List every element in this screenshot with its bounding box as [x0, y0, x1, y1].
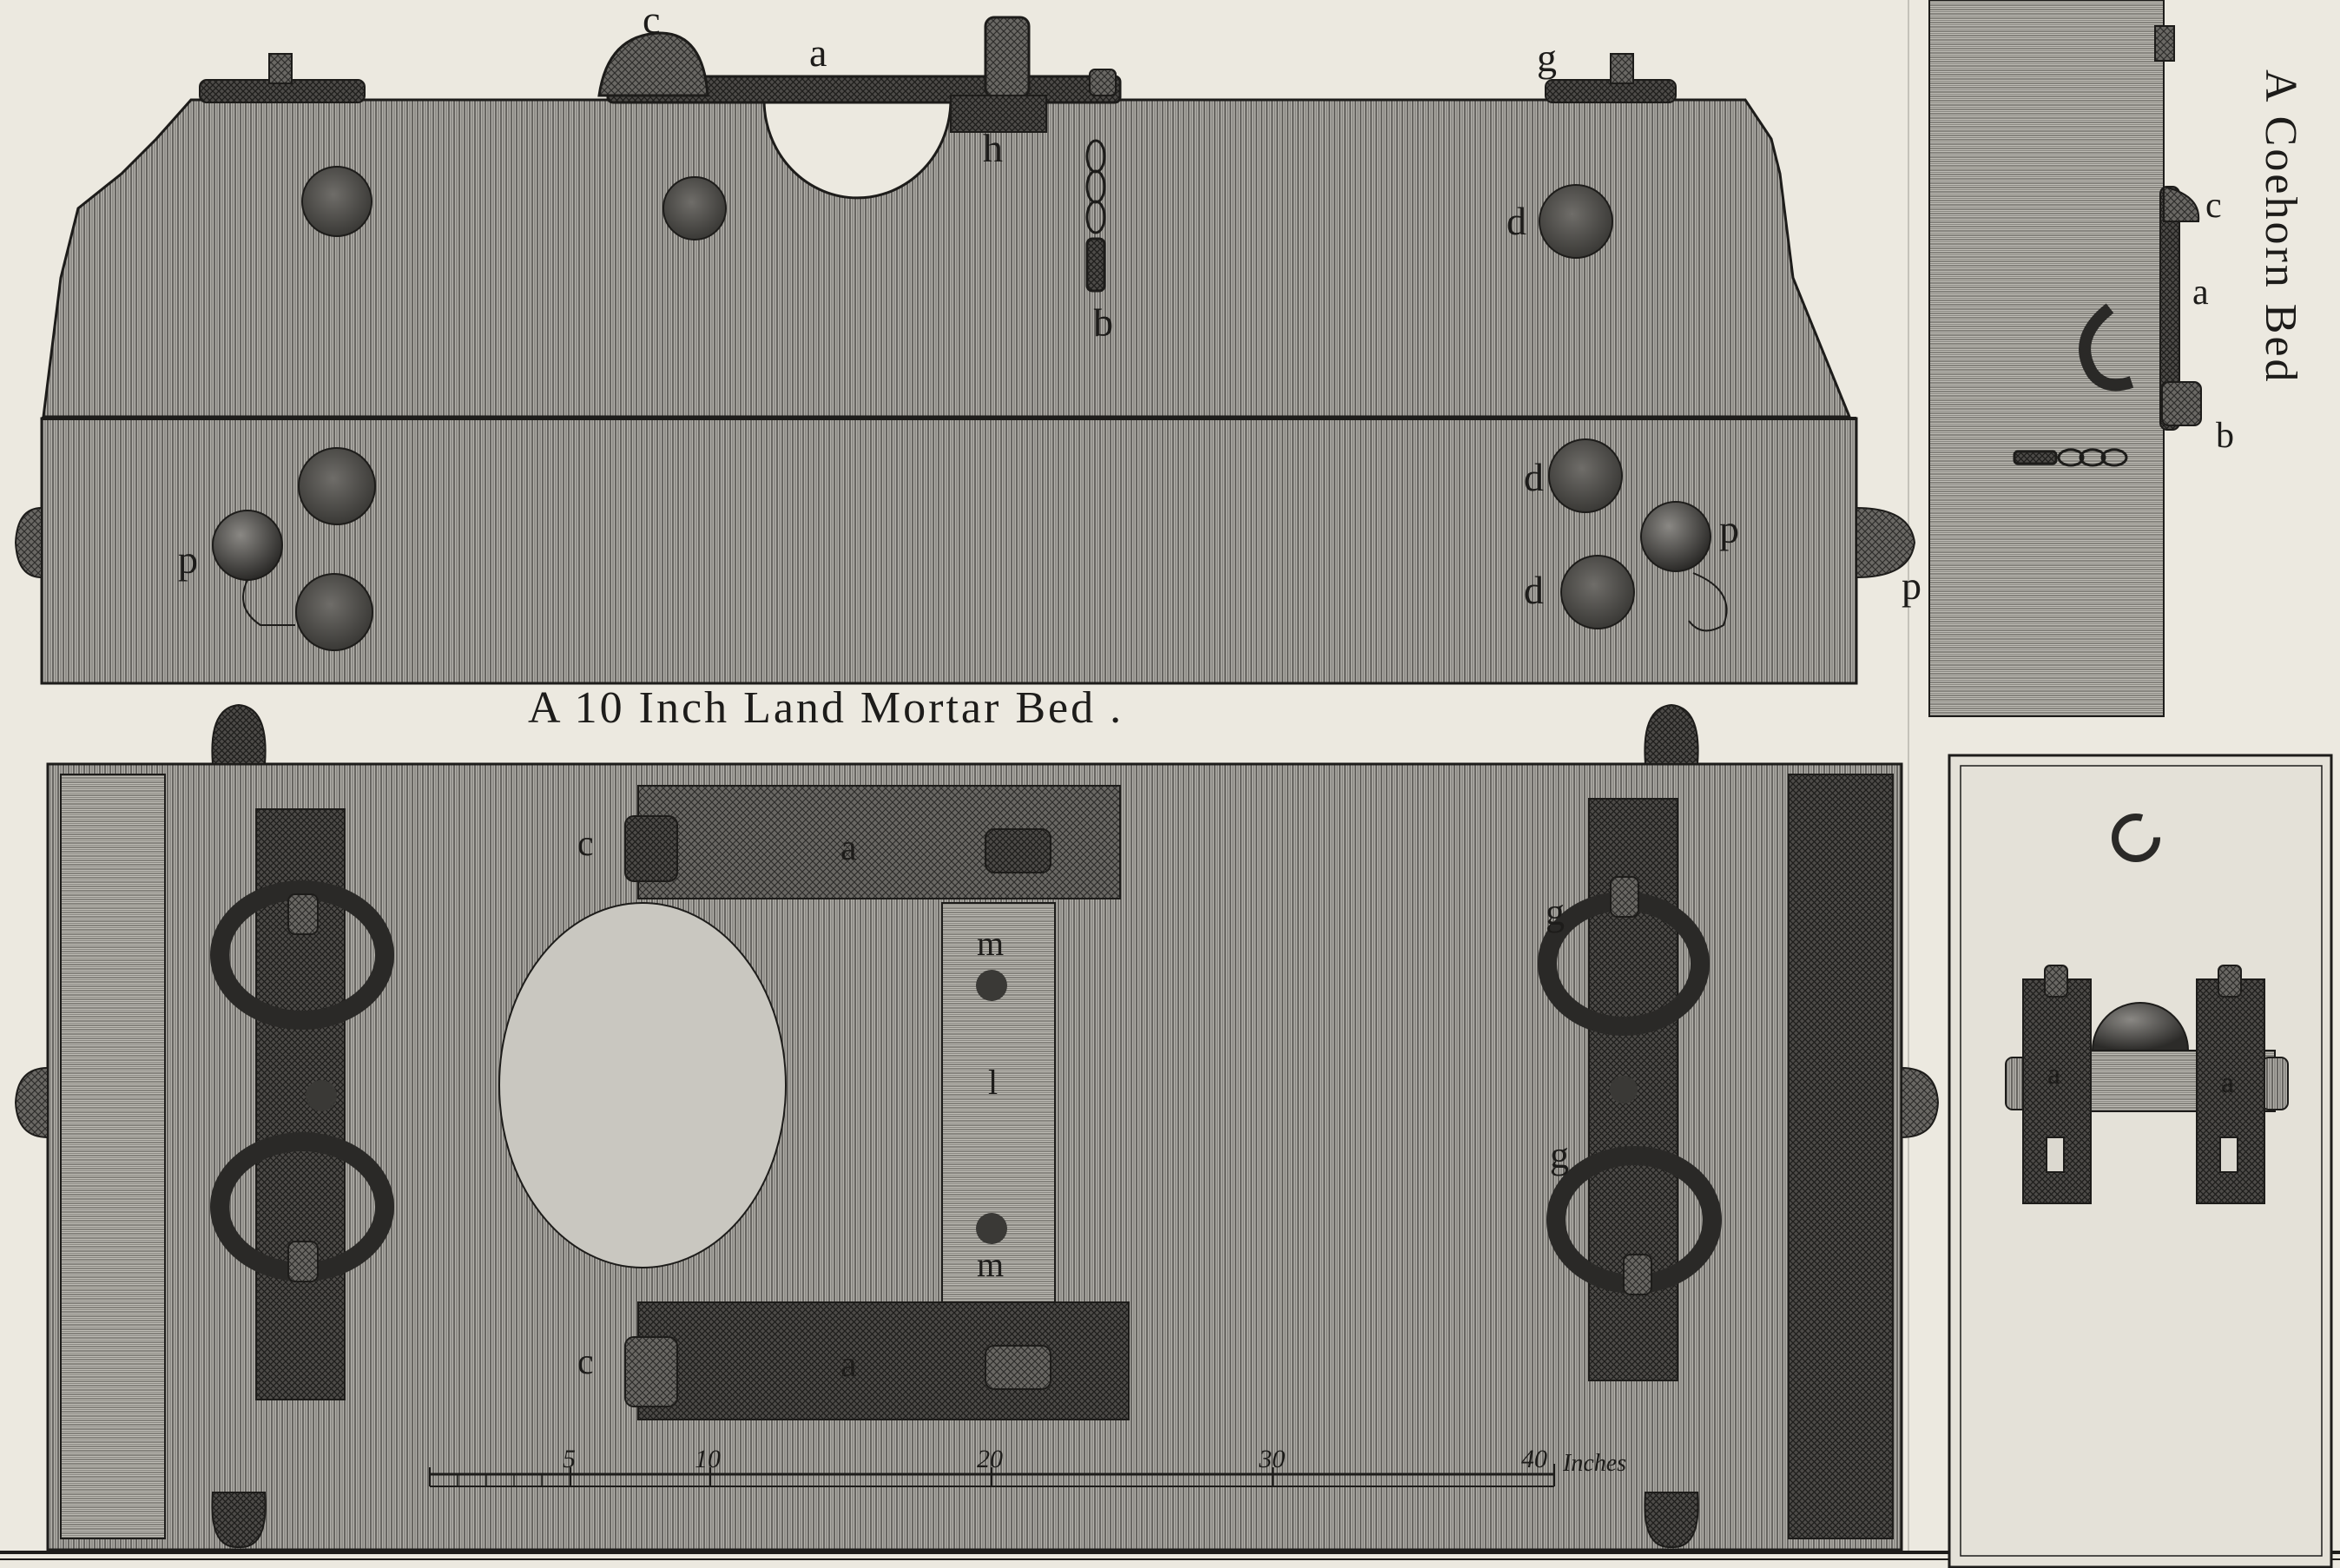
- label-d-lower-1: d: [1524, 455, 1544, 499]
- land-mortar-title: A 10 Inch Land Mortar Bed .: [528, 683, 1124, 733]
- coehorn-bed-plan-view: [1948, 754, 2333, 1568]
- label-c-top: c: [643, 0, 660, 42]
- label-h-top: h: [983, 126, 1003, 170]
- label-a-coehorn: a: [2192, 273, 2209, 313]
- label-a-coehorn-plan-left: a: [2047, 1058, 2060, 1090]
- scale-tick-40: 40: [1521, 1445, 1547, 1473]
- scale-tick-5: 5: [563, 1445, 576, 1473]
- scale-tick-20: 20: [977, 1445, 1003, 1473]
- label-g-top: g: [1537, 36, 1557, 80]
- label-g-plan-upper: g: [1546, 891, 1565, 933]
- label-d-lower-2: d: [1524, 568, 1544, 612]
- label-c-coehorn: c: [2205, 186, 2222, 226]
- label-m-lower: m: [977, 1245, 1004, 1284]
- label-d-top: d: [1506, 199, 1526, 243]
- label-a-coehorn-plan-right: a: [2221, 1067, 2234, 1099]
- label-l-centre: l: [988, 1063, 998, 1102]
- label-c-plan-upper: c: [577, 824, 594, 864]
- land-mortar-bed-plan-view: [14, 703, 1940, 1552]
- label-p-edge: p: [1902, 563, 1921, 608]
- label-g-plan-lower: g: [1550, 1134, 1569, 1176]
- label-m-upper: m: [977, 924, 1004, 963]
- scale-bar: [429, 1464, 1555, 1487]
- label-b-coehorn: b: [2216, 416, 2234, 456]
- label-p-right: p: [1719, 507, 1739, 551]
- scale-unit: Inches: [1562, 1450, 1626, 1477]
- label-p-left: p: [178, 537, 198, 582]
- label-c-plan-lower: c: [577, 1342, 594, 1382]
- scale-tick-30: 30: [1258, 1445, 1285, 1473]
- scale-tick-10: 10: [695, 1445, 721, 1473]
- land-mortar-bed-side-view: [14, 16, 1916, 685]
- coehorn-title: A Coehorn Bed: [2256, 69, 2305, 385]
- label-a-top: a: [809, 30, 827, 75]
- label-a-plan-lower: a: [840, 1345, 857, 1385]
- label-a-plan-upper: a: [840, 828, 857, 868]
- coehorn-bed-side-view: [1928, 0, 2202, 717]
- label-q-top: q: [1093, 308, 1113, 352]
